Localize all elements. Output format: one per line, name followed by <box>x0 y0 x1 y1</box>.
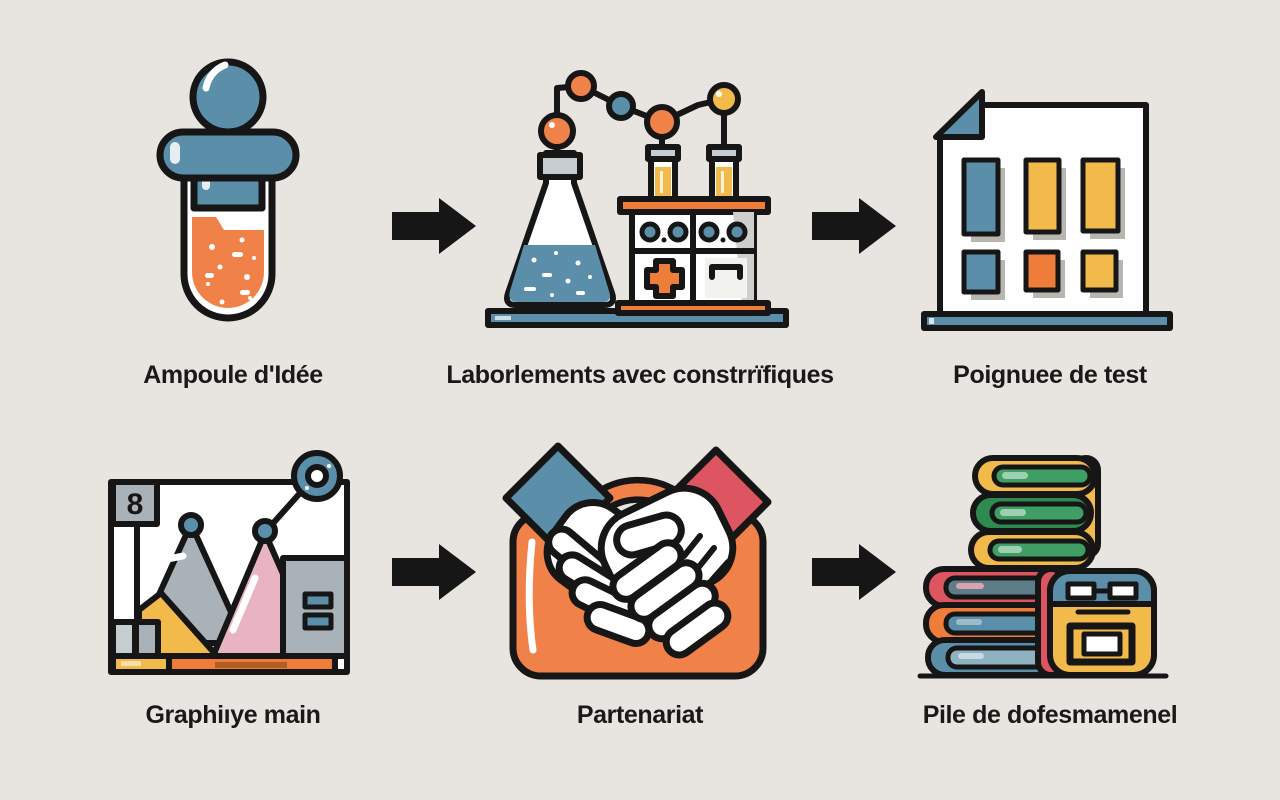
test-results-document-icon <box>921 89 1173 331</box>
mountain-chart-icon: 8 <box>108 450 350 675</box>
step-label-idea-ampoule: Ampoule d'Idée <box>143 361 323 389</box>
step-laboratory <box>478 55 798 350</box>
flow-arrow-4 <box>812 544 896 605</box>
flask-speckles <box>524 251 592 297</box>
lab-equipment-icon <box>485 70 789 328</box>
step-partnership <box>488 426 788 691</box>
step-idea-ampoule <box>150 52 315 347</box>
step-label-partnership: Partenariat <box>576 701 704 729</box>
step-test-report <box>916 76 1186 351</box>
badge-number: 8 <box>127 488 144 521</box>
step-chart: 8 <box>95 438 375 693</box>
test-tube-icon <box>156 58 300 322</box>
flow-arrow-3 <box>392 544 476 605</box>
arrow-right-icon <box>812 198 896 254</box>
flow-arrow-2 <box>812 198 896 259</box>
step-label-laboratory: Laborlements avec constrrïfiques <box>446 361 834 389</box>
step-label-chart: Graphiıye main <box>145 701 321 729</box>
handshake-icon <box>502 442 772 680</box>
arrow-right-icon <box>392 198 476 254</box>
document-stack-icon <box>917 455 1169 679</box>
step-label-test-report: Poignuee de test <box>953 361 1147 389</box>
flow-arrow-1 <box>392 198 476 259</box>
clasped-hands <box>543 484 737 659</box>
liquid-speckles <box>205 237 256 305</box>
arrow-right-icon <box>392 544 476 600</box>
arrow-right-icon <box>812 544 896 600</box>
step-label-document-pile: Pile de dofesmamenel <box>922 701 1178 729</box>
step-document-pile <box>898 438 1188 693</box>
